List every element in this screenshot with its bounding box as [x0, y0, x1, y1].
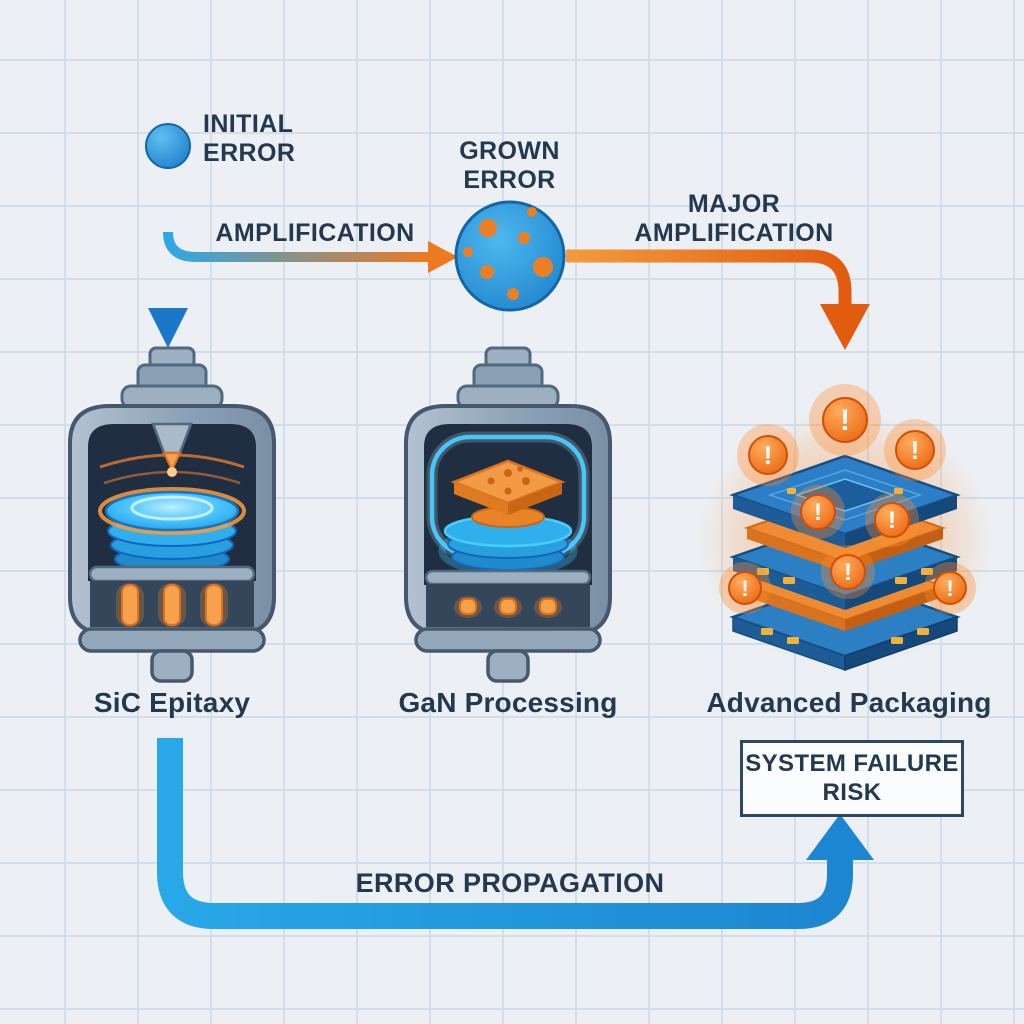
exclamation-icon: ! — [911, 435, 920, 465]
warning-badge: ! — [924, 562, 976, 614]
gan-processing-machine-illustration — [404, 346, 612, 683]
initial-error-dot — [145, 123, 191, 169]
major-amplification-label: MAJOR AMPLIFICATION — [634, 190, 834, 247]
heater-legs — [116, 583, 228, 627]
grown-error-label: GROWN ERROR — [459, 137, 560, 194]
stage-label-sic-epitaxy: SiC Epitaxy — [93, 687, 251, 718]
system-failure-risk-box: SYSTEM FAILURE RISK — [740, 740, 964, 817]
warning-badge: ! — [809, 384, 881, 456]
arrow-major-amplification — [566, 249, 870, 350]
heater-nubs — [454, 596, 562, 618]
chamber-top-port — [120, 346, 224, 410]
exclamation-icon: ! — [840, 404, 850, 437]
chamber-base — [414, 627, 602, 683]
error-propagation-label: ERROR PROPAGATION — [355, 868, 665, 898]
chamber-top-port — [456, 346, 560, 410]
chamber-base — [78, 627, 266, 683]
wafer-disc-stack — [438, 506, 578, 577]
exclamation-icon: ! — [844, 559, 852, 586]
arrow-amplification — [163, 231, 458, 273]
amplification-label: AMPLIFICATION — [215, 219, 415, 247]
warning-badge: ! — [719, 562, 771, 614]
stage-label-advanced-packaging: Advanced Packaging — [706, 687, 992, 718]
exclamation-icon: ! — [764, 440, 773, 470]
initial-error-label: INITIAL ERROR — [203, 110, 296, 167]
warning-badge: ! — [821, 545, 875, 599]
exclamation-icon: ! — [741, 576, 748, 601]
chip-stack — [729, 454, 961, 672]
warning-badge: ! — [791, 485, 845, 539]
warning-badge: ! — [737, 424, 799, 486]
exclamation-icon: ! — [888, 507, 896, 534]
wafer-disc-stack — [98, 487, 246, 573]
gan-wafer-slab — [450, 459, 566, 515]
pipe-error-propagation — [157, 738, 874, 929]
exclamation-icon: ! — [946, 576, 953, 601]
advanced-packaging-illustration: ! ! ! ! ! ! ! — [697, 384, 993, 672]
sic-epitaxy-machine-illustration — [68, 346, 276, 683]
exclamation-icon: ! — [814, 499, 822, 526]
stage-label-gan-processing: GaN Processing — [398, 687, 618, 718]
deposition-nozzle — [151, 422, 193, 477]
warning-badge: ! — [865, 493, 919, 547]
grown-error-node — [454, 200, 566, 312]
warning-badge: ! — [884, 419, 946, 481]
